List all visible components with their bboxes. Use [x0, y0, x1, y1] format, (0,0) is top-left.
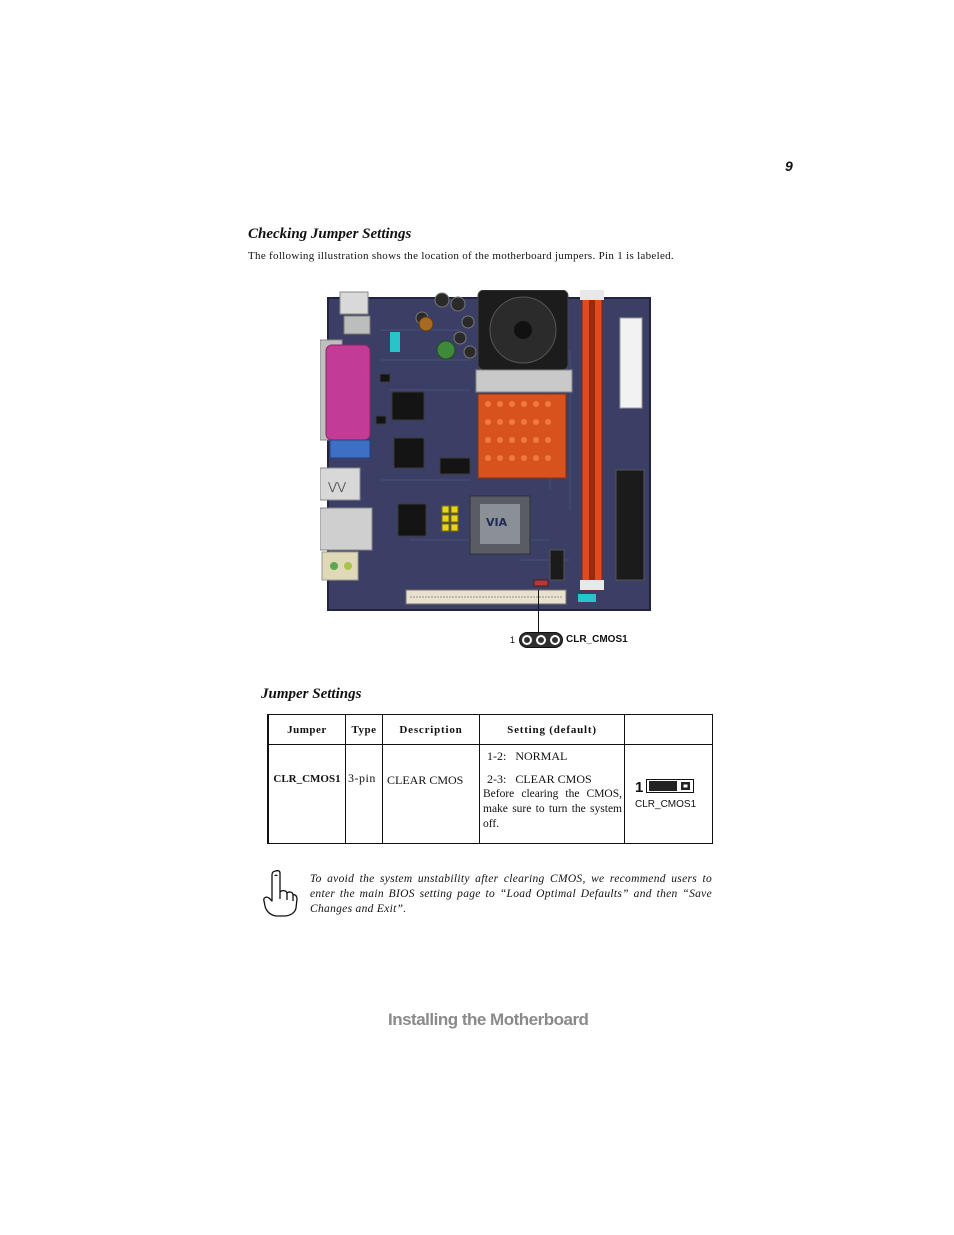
setting-note: Before clearing the CMOS, make sure to t… — [483, 788, 622, 830]
diagram-label: CLR_CMOS1 — [635, 798, 697, 810]
jumper-3pin-icon — [519, 632, 563, 648]
header-description: Description — [382, 714, 480, 745]
callout-pin-1: 1 — [510, 635, 516, 645]
cell-jumper: CLR_CMOS1 — [267, 744, 346, 844]
jumper-settings-title: Jumper Settings — [261, 686, 362, 702]
table-header-row: Jumper Type Description Setting (default… — [267, 714, 713, 745]
footer-title: Installing the Motherboard — [388, 1010, 589, 1029]
intro-paragraph: The following illustration shows the loc… — [248, 250, 674, 262]
cell-diagram: 1 CLR_CMOS1 — [624, 744, 713, 844]
diagram-pin-label: 1 — [635, 779, 644, 796]
atx-power — [619, 317, 643, 409]
cell-setting: 1-2: NORMAL 2-3: CLEAR CMOS Before clear… — [479, 744, 625, 844]
svg-text:⋁⋁: ⋁⋁ — [327, 480, 347, 493]
cell-description: CLEAR CMOS — [382, 744, 480, 844]
callout-line — [538, 590, 539, 632]
lan-port — [319, 507, 373, 551]
pointing-hand-icon — [262, 868, 298, 918]
jumper-diagram: 1 — [635, 778, 712, 797]
header-setting: Setting (default) — [479, 714, 625, 745]
usb-ports — [319, 467, 361, 501]
header-type: Type — [345, 714, 383, 745]
jumper-table: Jumper Type Description Setting (default… — [267, 714, 713, 844]
ide-connector — [615, 469, 645, 581]
chip-brand-label: VIA — [486, 516, 508, 529]
clr-cmos-jumper — [533, 579, 549, 587]
motherboard-svg: ⋁⋁ — [319, 289, 651, 611]
jumper-closed-icon — [646, 778, 695, 797]
header-diagram — [624, 714, 713, 745]
setting-clear: 2-3: CLEAR CMOS — [487, 772, 592, 786]
page-number: 9 — [785, 158, 793, 174]
motherboard-illustration: ⋁⋁ — [319, 289, 652, 612]
heatsink — [477, 393, 567, 479]
header-jumper: Jumper — [267, 714, 346, 745]
section-title: Checking Jumper Settings — [248, 226, 412, 242]
note-text: To avoid the system unstability after cl… — [310, 873, 712, 915]
callout-label: CLR_CMOS1 — [566, 634, 628, 645]
setting-normal: 1-2: NORMAL — [487, 749, 568, 763]
table-row: CLR_CMOS1 3-pin CLEAR CMOS 1-2: NORMAL 2… — [267, 744, 713, 844]
parallel-port — [325, 344, 371, 441]
cell-type: 3-pin — [345, 744, 383, 844]
